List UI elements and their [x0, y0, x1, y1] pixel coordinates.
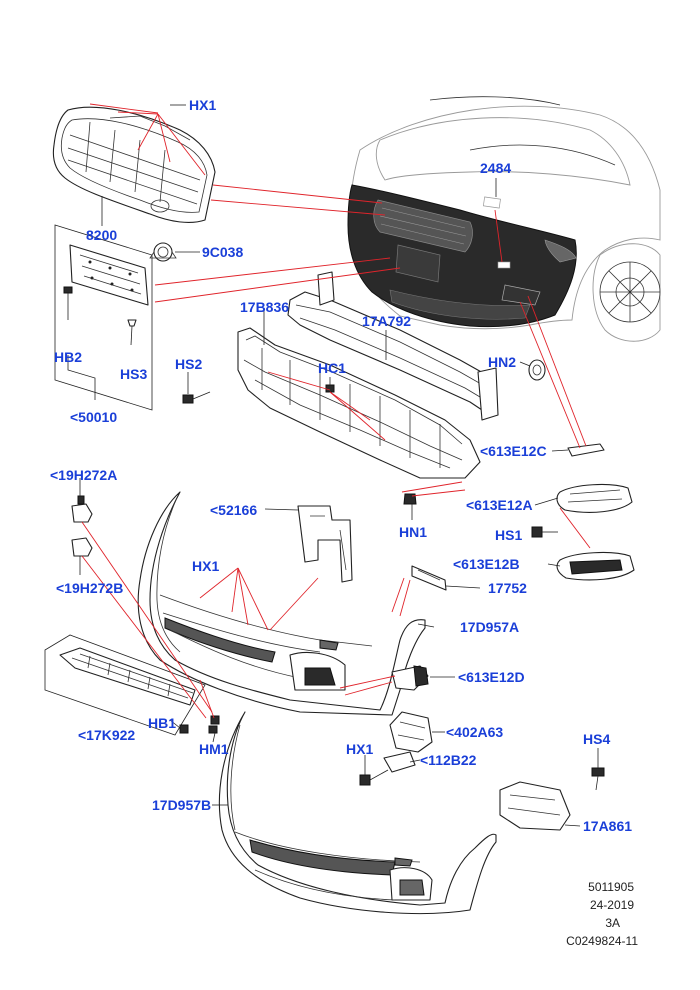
callout-hn1[interactable]: HN1 — [399, 524, 427, 540]
bracket-112b22 — [383, 751, 416, 773]
callout-402a63[interactable]: <402A63 — [446, 724, 503, 740]
fastener-hs1 — [531, 526, 558, 538]
callout-hx1-low[interactable]: HX1 — [346, 741, 373, 757]
callout-2484[interactable]: 2484 — [480, 160, 511, 176]
reinforcement-beam-17a792 — [287, 271, 499, 421]
callout-613e12c[interactable]: <613E12C — [480, 443, 547, 459]
callout-17752[interactable]: 17752 — [488, 580, 527, 596]
callout-112b22[interactable]: <112B22 — [420, 752, 477, 768]
diagram-code: C0249824-11 — [566, 934, 638, 948]
bracket-17a861 — [499, 781, 571, 831]
callout-19h272b[interactable]: <19H272B — [56, 580, 123, 596]
callout-hb2[interactable]: HB2 — [54, 349, 82, 365]
reflector-17752 — [411, 565, 481, 591]
callout-17d957b[interactable]: 17D957B — [152, 797, 211, 813]
licence-plate-bracket-group — [54, 224, 153, 411]
bracket-52166 — [297, 505, 353, 583]
fog-lamp-cover-613e12d — [391, 665, 429, 691]
lower-grille-17k922-group — [44, 634, 206, 736]
bumper-cover-17d957a — [137, 491, 426, 716]
callout-52166[interactable]: <52166 — [210, 502, 257, 518]
callout-hx1-top[interactable]: HX1 — [189, 97, 216, 113]
callout-hs3[interactable]: HS3 — [120, 366, 147, 382]
bezel-613e12b — [556, 552, 635, 581]
callout-hb1[interactable]: HB1 — [148, 715, 176, 731]
diagram-ref-number: 5011905 — [588, 880, 634, 894]
bracket-402a63 — [389, 711, 433, 753]
callout-hs2[interactable]: HS2 — [175, 356, 202, 372]
red-leader-lines — [81, 103, 591, 719]
callout-hn2[interactable]: HN2 — [488, 354, 516, 370]
callout-17a792[interactable]: 17A792 — [362, 313, 411, 329]
fastener-hn2 — [528, 359, 546, 381]
callout-17d957a[interactable]: 17D957A — [460, 619, 519, 635]
fastener-hm1 — [208, 715, 220, 734]
sensor-bracket-19h272b — [71, 537, 93, 557]
callout-hs4[interactable]: HS4 — [583, 731, 610, 747]
upper-grille-part — [52, 106, 216, 223]
sensor-bracket-19h272a — [71, 495, 93, 523]
callout-17b836[interactable]: 17B836 — [240, 299, 289, 315]
vehicle-front-view — [347, 96, 661, 342]
callout-50010[interactable]: <50010 — [70, 409, 117, 425]
fastener-hs4 — [591, 767, 605, 791]
fog-lamp-bezel-613e12a — [556, 484, 633, 513]
fastener-hs2 — [182, 391, 211, 404]
callout-hx1-mid[interactable]: HX1 — [192, 558, 219, 574]
diagram-meta-block: 5011905 24-2019 3A C0249824-11 — [566, 880, 638, 948]
black-leader-lines — [79, 104, 599, 827]
bracket-613e12c — [567, 443, 605, 457]
bumper-cover-17d957b — [218, 711, 497, 915]
callout-613e12b[interactable]: <613E12B — [453, 556, 520, 572]
callout-8200[interactable]: 8200 — [86, 227, 117, 243]
callout-17k922[interactable]: <17K922 — [78, 727, 135, 743]
fastener-hx1-lower — [359, 769, 389, 786]
callout-hc1[interactable]: HC1 — [318, 360, 346, 376]
callout-613e12d[interactable]: <613E12D — [458, 669, 525, 685]
callout-hs1[interactable]: HS1 — [495, 527, 522, 543]
callout-labels: HX1 8200 9C038 2484 <50010 HB2 HS3 17B83… — [50, 97, 632, 834]
callout-17a861[interactable]: 17A861 — [583, 818, 632, 834]
diagram-date: 24-2019 — [590, 898, 634, 912]
callout-9c038[interactable]: 9C038 — [202, 244, 243, 260]
callout-hm1[interactable]: HM1 — [199, 741, 229, 757]
fastener-hn1 — [403, 493, 417, 505]
grommet-9c038 — [149, 242, 177, 262]
diagram-revision: 3A — [605, 916, 620, 930]
bumper-armature-17b836 — [237, 327, 481, 479]
callout-19h272a[interactable]: <19H272A — [50, 467, 117, 483]
callout-613e12a[interactable]: <613E12A — [466, 497, 533, 513]
fastener-hc1 — [325, 384, 335, 393]
